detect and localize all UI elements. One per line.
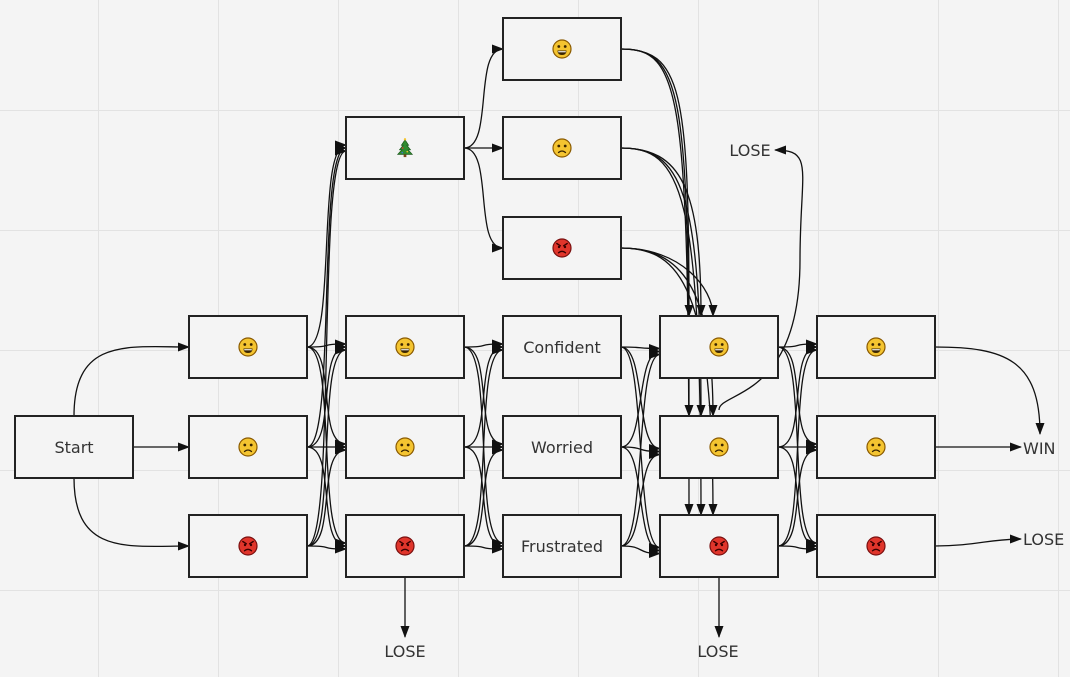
node-top-angry	[502, 216, 622, 280]
angry-face-icon	[395, 536, 415, 556]
edge-c2-tree-to-top-angry	[463, 147, 504, 253]
edge-c1-angry-to-c2-worried	[306, 445, 347, 547]
happy-face-icon	[395, 337, 415, 357]
node-worried: Worried	[502, 415, 622, 479]
node-box	[502, 514, 622, 578]
edge-c2-angry-to-frustrated	[463, 544, 504, 554]
edge-c2-angry-to-confident	[463, 345, 504, 547]
node-top-worried	[502, 116, 622, 180]
edge-c2-angry-to-worried	[463, 445, 504, 547]
happy-face-icon	[552, 39, 572, 59]
node-c2-happy	[345, 315, 465, 379]
edge-c2-happy-to-confident	[463, 339, 504, 349]
node-start: Start	[14, 415, 134, 479]
edge-c5-angry-to-lose-right	[934, 534, 1022, 547]
node-c5-angry	[816, 514, 936, 578]
edge-c1-worried-to-c2-tree	[306, 143, 347, 448]
edge-c1-angry-to-c2-angry	[306, 544, 347, 554]
worried-face-icon	[238, 437, 258, 457]
edge-worried-to-c4-happy	[620, 347, 661, 448]
angry-face-icon	[238, 536, 258, 556]
edge-c4-angry-to-c5-worried	[777, 445, 818, 547]
node-c5-happy	[816, 315, 936, 379]
node-box	[502, 315, 622, 379]
edge-c4-angry-to-c5-happy	[777, 345, 818, 547]
node-label: Worried	[531, 438, 593, 457]
node-label: Frustrated	[521, 537, 603, 556]
edge-c4-angry-to-c5-angry	[777, 544, 818, 554]
node-c2-worried	[345, 415, 465, 479]
node-c1-happy	[188, 315, 308, 379]
node-box	[188, 315, 308, 379]
node-c4-angry	[659, 514, 779, 578]
edge-top-worried-to-c4-angry	[620, 147, 706, 516]
node-confident: Confident	[502, 315, 622, 379]
edge-c5-happy-to-win	[934, 346, 1045, 435]
edge-c1-angry-to-c2-happy	[306, 345, 347, 547]
edge-confident-to-c4-happy	[620, 343, 661, 353]
edge-frustrated-to-c4-angry	[620, 545, 661, 558]
angry-face-icon	[552, 238, 572, 258]
node-c1-angry	[188, 514, 308, 578]
outcome-lose-c2-bottom: LOSE	[384, 642, 425, 661]
outcome-win: WIN	[1023, 439, 1056, 458]
angry-face-icon	[709, 536, 729, 556]
outcome-lose-right: LOSE	[1023, 530, 1064, 549]
node-c1-worried	[188, 415, 308, 479]
happy-face-icon	[709, 337, 729, 357]
node-label: Confident	[523, 338, 601, 357]
edge-c4-worried-to-lose-top	[718, 145, 804, 411]
edge-c2-tree-to-top-happy	[463, 44, 504, 149]
outcome-lose-c4-bottom: LOSE	[697, 642, 738, 661]
node-c2-angry	[345, 514, 465, 578]
worried-face-icon	[552, 138, 572, 158]
node-c4-worried	[659, 415, 779, 479]
node-c5-worried	[816, 415, 936, 479]
node-box	[659, 315, 779, 379]
edges-layer	[73, 44, 1045, 638]
node-c2-tree	[345, 116, 465, 180]
node-top-happy	[502, 17, 622, 81]
node-label: Start	[54, 438, 93, 457]
edge-c1-angry-to-c2-tree	[306, 146, 347, 547]
outcomes-layer: LOSE LOSE LOSE WIN LOSE	[384, 141, 1064, 661]
edge-frustrated-to-c4-worried	[620, 450, 661, 547]
edge-start-to-c1-angry	[73, 477, 190, 551]
angry-face-icon	[866, 536, 886, 556]
worried-face-icon	[709, 437, 729, 457]
node-box	[502, 415, 622, 479]
outcome-lose-top: LOSE	[729, 141, 770, 160]
happy-face-icon	[238, 337, 258, 357]
edge-start-to-c1-happy	[73, 342, 190, 417]
worried-face-icon	[395, 437, 415, 457]
node-box	[14, 415, 134, 479]
edge-frustrated-to-c4-happy	[620, 350, 661, 547]
worried-face-icon	[866, 437, 886, 457]
node-c4-happy	[659, 315, 779, 379]
node-frustrated: Frustrated	[502, 514, 622, 578]
happy-face-icon	[866, 337, 886, 357]
